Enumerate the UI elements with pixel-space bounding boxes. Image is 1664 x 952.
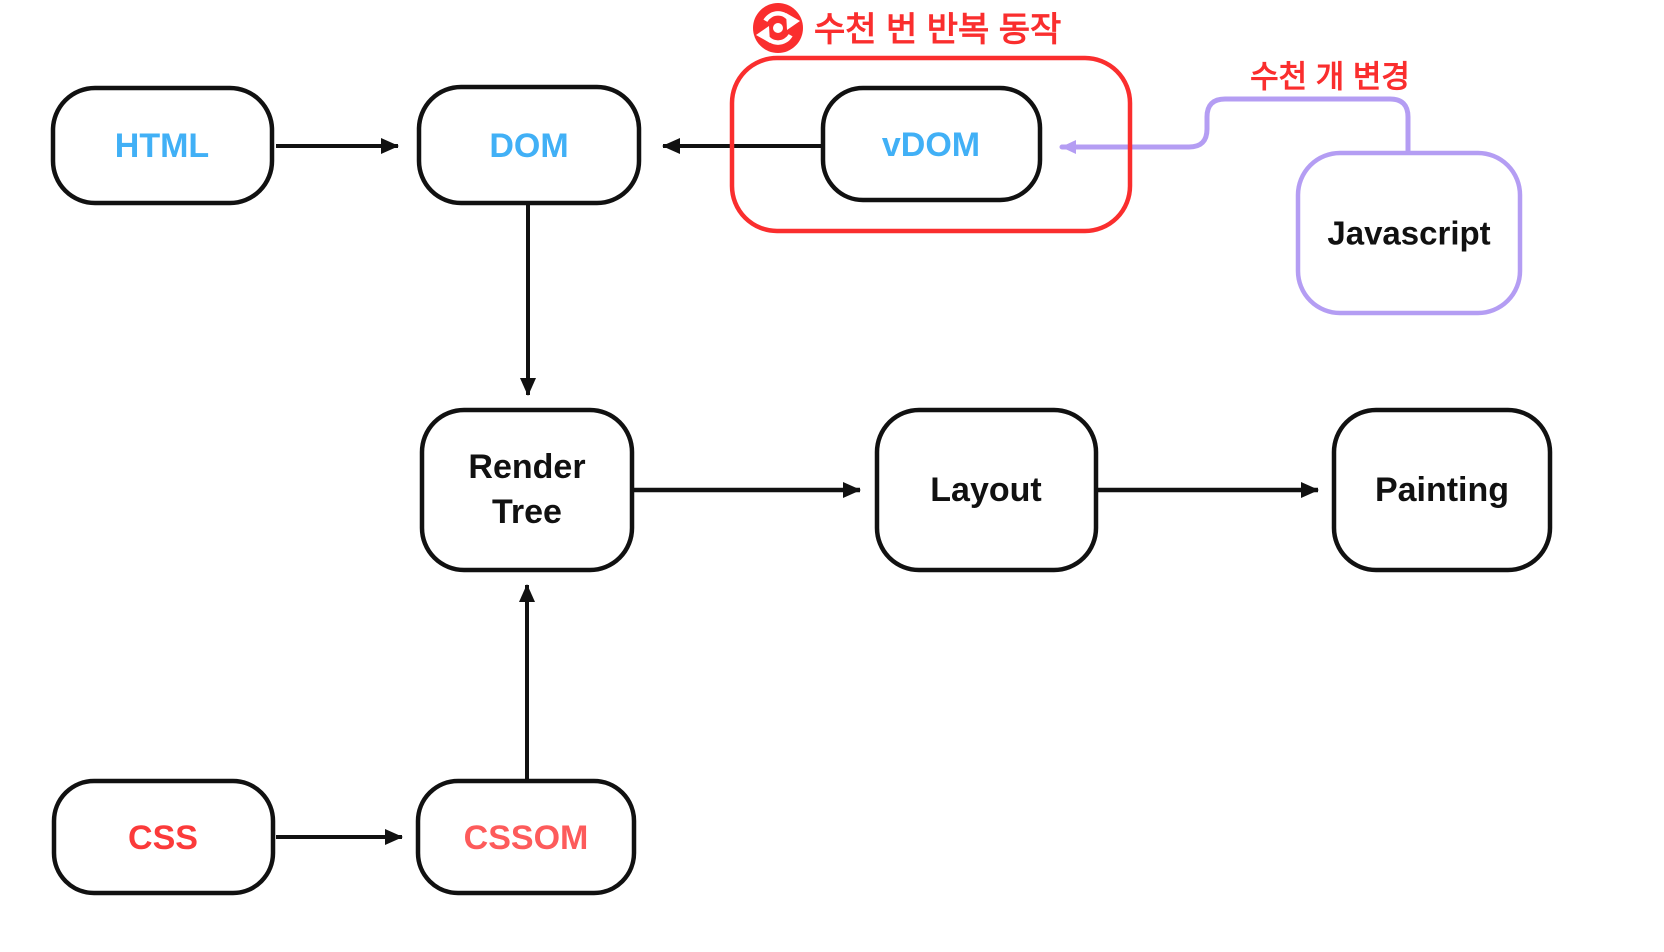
sync-icon-center-dot (773, 23, 783, 33)
edge-javascript-to-vdom (1059, 96, 1411, 156)
changes-annotation-label: 수천 개 변경 (1250, 60, 1410, 95)
html-box (50, 85, 275, 206)
node-vdom: vDOM (820, 85, 1043, 203)
sync-icon-arrowhead-right (786, 13, 800, 30)
node-cssom: CSSOM (415, 778, 637, 896)
dom-box (416, 84, 642, 206)
repeat-annotation-label: 수천 번 반복 동작 (814, 11, 1061, 49)
render-tree-label-line1: Render (468, 448, 585, 486)
painting-box (1331, 407, 1553, 573)
layout-label: Layout (930, 471, 1041, 509)
layout-box (874, 407, 1099, 573)
node-javascript: Javascript (1295, 150, 1523, 316)
javascript-box (1295, 150, 1523, 316)
sync-refresh-icon (753, 3, 803, 53)
css-label: CSS (128, 819, 198, 857)
painting-label: Painting (1375, 471, 1509, 509)
vdom-label: vDOM (882, 126, 980, 164)
html-label: HTML (115, 127, 209, 165)
render-tree-label-line2: Tree (492, 493, 562, 531)
cssom-label: CSSOM (464, 819, 589, 857)
repeat-highlight-container (729, 55, 1133, 234)
node-layout: Layout (874, 407, 1099, 573)
node-painting: Painting (1331, 407, 1553, 573)
sync-icon-arrowhead-left (756, 26, 770, 43)
dom-label: DOM (489, 127, 568, 165)
cssom-box (415, 778, 637, 896)
vdom-box (820, 85, 1043, 203)
render-tree-box (419, 407, 635, 573)
node-render-tree: Render Tree (419, 407, 635, 573)
node-html: HTML (50, 85, 275, 206)
node-css: CSS (51, 778, 276, 896)
css-box (51, 778, 276, 896)
node-dom: DOM (416, 84, 642, 206)
javascript-label: Javascript (1327, 215, 1490, 252)
